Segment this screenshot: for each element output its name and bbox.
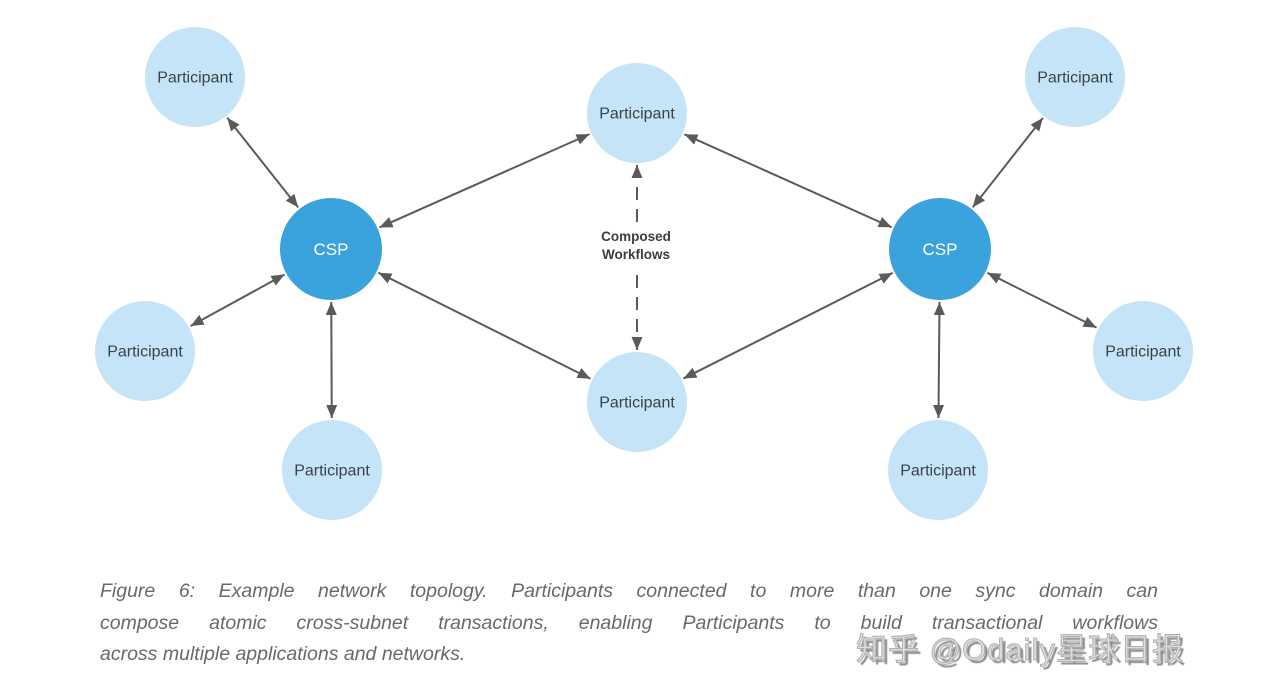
node-participant_center_top: Participant xyxy=(587,63,687,163)
node-label: Participant xyxy=(294,463,370,480)
node-participant_left: Participant xyxy=(95,301,195,401)
edge-csp_left-participant_left xyxy=(190,273,286,327)
node-csp_left: CSP xyxy=(280,198,382,300)
node-label: Participant xyxy=(599,106,675,123)
csp-node-circle xyxy=(889,198,991,300)
node-csp_right: CSP xyxy=(889,198,991,300)
edge-csp_right-participant_right xyxy=(986,271,1097,329)
node-label: Participant xyxy=(157,70,233,87)
node-participant_right: Participant xyxy=(1093,301,1193,401)
node-label: Participant xyxy=(107,344,183,361)
edge-csp_left-participant_center_bottom xyxy=(377,271,591,380)
participant-node-circle xyxy=(888,420,988,520)
edge-csp_left-participant_center_top xyxy=(379,133,590,229)
participant-node-circle xyxy=(587,63,687,163)
composed-workflows-label: Composed Workflows xyxy=(597,222,675,270)
edge-csp_right-participant_top_right xyxy=(971,117,1044,208)
caption-line-3: across multiple applications and network… xyxy=(100,643,466,665)
edge-csp_left-participant_top_left xyxy=(226,117,299,209)
node-participant_top_right: Participant xyxy=(1025,27,1125,127)
node-participant_bottom_left: Participant xyxy=(282,420,382,520)
edge-csp_left-participant_bottom_left xyxy=(325,301,338,419)
node-label: Participant xyxy=(1105,344,1181,361)
node-label: Participant xyxy=(1037,70,1113,87)
node-label: CSP xyxy=(923,240,958,259)
topology-svg: ParticipantCSPParticipantParticipantPart… xyxy=(95,27,1193,520)
edge-csp_right-participant_center_bottom xyxy=(682,271,894,380)
edge-csp_right-participant_center_top xyxy=(684,133,893,229)
composed-workflows-line2: Workflows xyxy=(601,247,671,262)
node-participant_center_bottom: Participant xyxy=(587,352,687,452)
participant-node-circle xyxy=(95,301,195,401)
node-participant_top_left: Participant xyxy=(145,27,245,127)
participant-node-circle xyxy=(282,420,382,520)
node-label: Participant xyxy=(900,463,976,480)
participant-node-circle xyxy=(1093,301,1193,401)
node-participant_bottom_right: Participant xyxy=(888,420,988,520)
node-label: CSP xyxy=(314,240,349,259)
figure-caption: Figure 6: Example network topology. Part… xyxy=(100,576,1158,671)
composed-workflows-line1: Composed xyxy=(601,229,671,244)
csp-node-circle xyxy=(280,198,382,300)
caption-line-2: compose atomic cross-subnet transactions… xyxy=(100,611,1158,634)
participant-node-circle xyxy=(1025,27,1125,127)
participant-node-circle xyxy=(587,352,687,452)
edge-csp_right-participant_bottom_right xyxy=(933,301,945,419)
watermark-text: 知乎 @Odaily星球日报 xyxy=(856,632,1184,668)
node-label: Participant xyxy=(599,395,675,412)
caption-line-1: Figure 6: Example network topology. Part… xyxy=(100,580,1158,602)
participant-node-circle xyxy=(145,27,245,127)
